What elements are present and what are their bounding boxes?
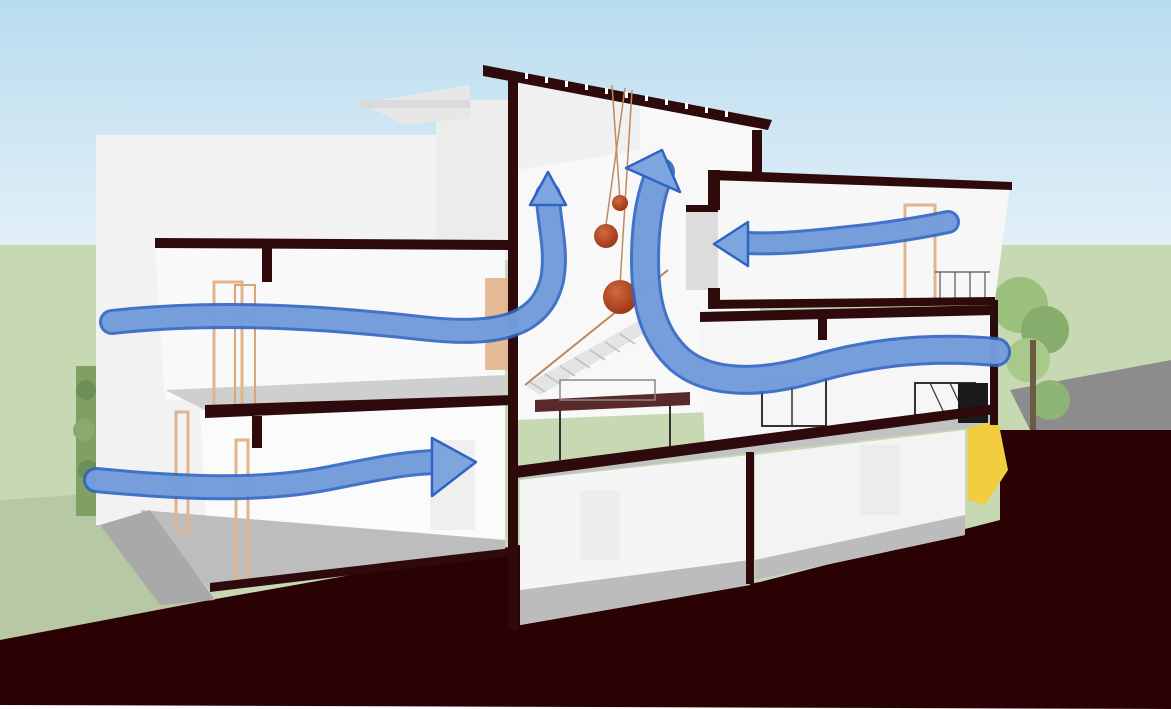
pendant-sphere — [603, 280, 637, 314]
section-cut — [155, 65, 1012, 630]
basement-room — [520, 455, 750, 625]
right-balcony-rail — [935, 271, 990, 300]
pendant-sphere — [612, 195, 628, 211]
pendant-lights — [594, 84, 637, 314]
left-ramp — [100, 510, 215, 605]
airflow-arrow-upper-left — [99, 170, 568, 344]
left-lower-floor — [140, 510, 505, 590]
airflow-arrow-lower-right — [624, 148, 1011, 395]
roof-louvers — [525, 73, 728, 117]
right-tree — [992, 277, 1070, 430]
earth-section — [0, 430, 1171, 709]
airflow-arrows — [83, 148, 1011, 501]
rear-tower — [436, 100, 516, 260]
airflow-arrow-upper-right — [712, 210, 960, 268]
airflow-arrow-lower-left — [83, 436, 478, 501]
canopy-edge — [360, 100, 470, 108]
right-upper-window-recess — [686, 210, 718, 290]
pendant-sphere — [594, 224, 618, 248]
basement-room — [755, 430, 965, 580]
yellow-element — [968, 420, 1008, 505]
void-upper-wall — [516, 80, 640, 170]
left-upper-floor — [165, 375, 505, 410]
left-hedge — [73, 366, 98, 516]
